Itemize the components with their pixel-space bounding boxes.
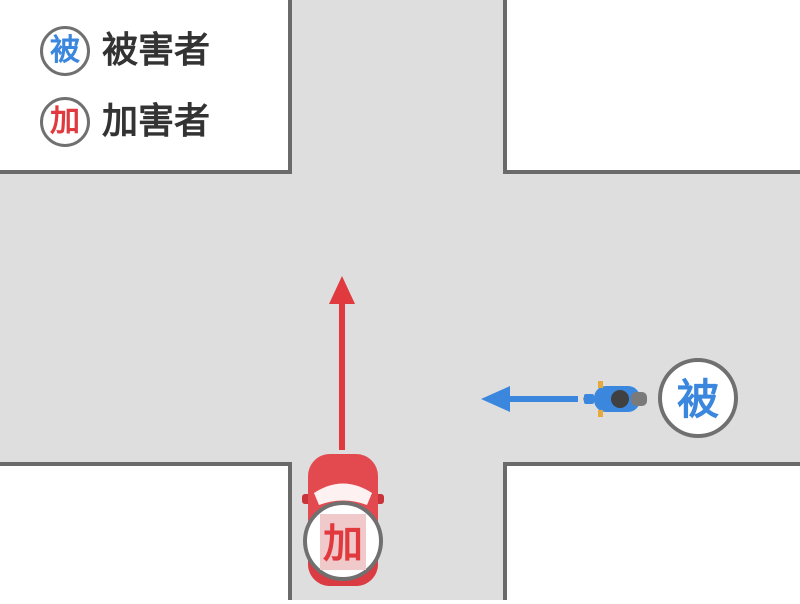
curb-top-right: [503, 0, 800, 174]
block-top-right: [505, 0, 800, 172]
offender-marker-label: 加: [323, 521, 363, 567]
block-bottom-left: [0, 464, 290, 600]
victim-marker: 被: [658, 358, 738, 438]
victim-motorcycle: [583, 381, 647, 417]
offender-path-arrow: [329, 276, 355, 450]
offender-car: 加: [302, 454, 384, 586]
legend-offender: 加 加害者: [40, 94, 210, 150]
curb-bottom-right: [503, 462, 800, 600]
victim-badge: 被: [40, 26, 90, 76]
victim-path-arrow: [481, 386, 578, 412]
block-bottom-right: [505, 464, 800, 600]
curb-bottom-left: [0, 462, 292, 600]
curb-top-left: [0, 0, 292, 174]
victim-legend-label: 被害者: [102, 30, 211, 71]
offender-badge: 加: [40, 97, 90, 147]
legend-victim: 被 被害者: [40, 23, 210, 79]
victim-marker-label: 被: [677, 375, 719, 424]
offender-legend-label: 加害者: [102, 101, 211, 142]
rider-helmet: [611, 390, 629, 408]
